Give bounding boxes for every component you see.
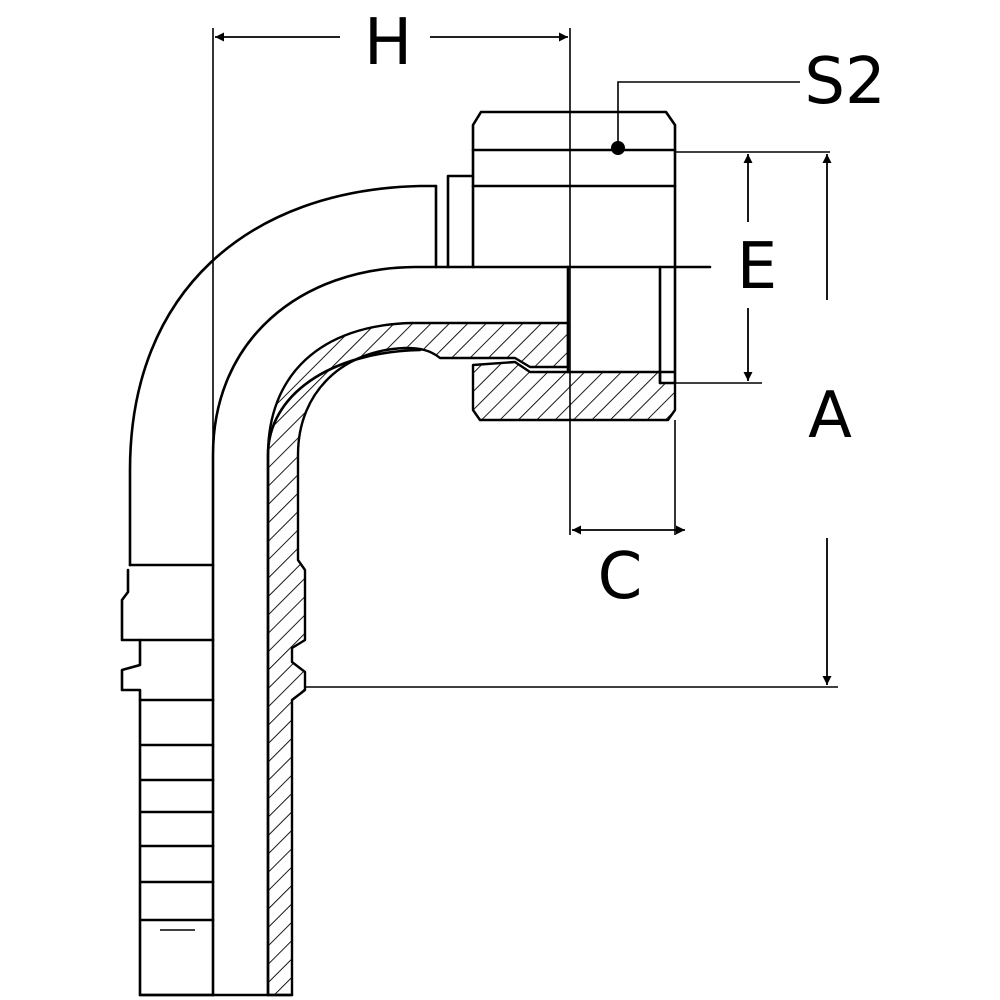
dimension-s2: S2 [611, 45, 886, 155]
e-label: E [737, 230, 777, 304]
hatched-elbow-wall [266, 321, 570, 997]
nut-bore [566, 265, 677, 385]
c-label: C [598, 540, 643, 614]
tail-barbs [138, 698, 215, 997]
s2-dot [611, 141, 625, 155]
a-label: A [808, 379, 852, 453]
h-label: H [364, 6, 412, 80]
sectioned-wall [266, 321, 677, 997]
dimension-h: H [212, 6, 571, 995]
nut-shoulder [434, 174, 475, 269]
s2-leader [617, 81, 800, 148]
tail-collar [120, 563, 215, 642]
s2-label: S2 [804, 45, 885, 119]
elbow-outer-contour [128, 184, 438, 567]
dimension-c: C [572, 420, 685, 614]
tail-groove [120, 638, 142, 702]
hex-nut [434, 110, 677, 385]
hose-tail [120, 563, 294, 997]
dimension-e: E [675, 151, 830, 384]
nut-outline [471, 110, 677, 269]
elbow-bore-contour [211, 265, 570, 997]
dimension-a: A [305, 154, 852, 688]
hatched-nut-section [471, 360, 677, 422]
